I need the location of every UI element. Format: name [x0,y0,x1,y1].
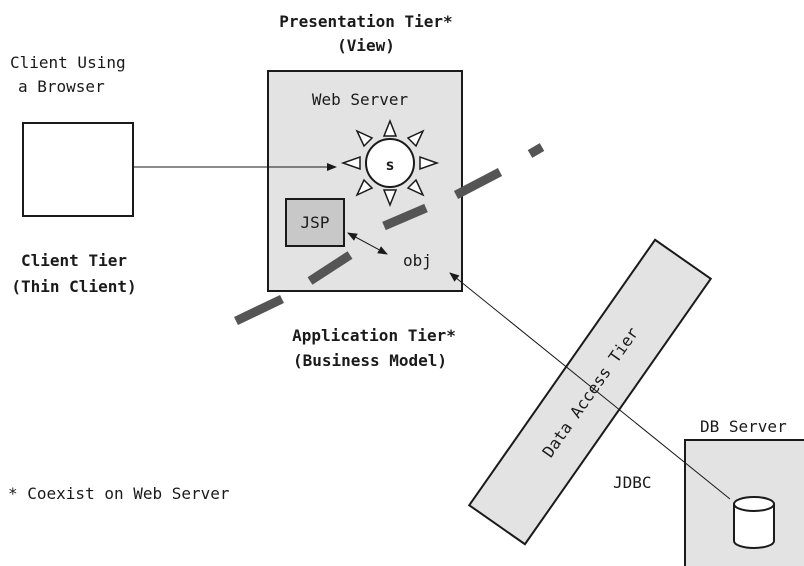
db-server-title: DB Server [700,417,787,436]
database-icon [733,496,775,549]
servlet-icon [340,118,440,208]
client-label-line2: a Browser [18,77,105,96]
tier-divider [234,143,545,326]
servlet-label: s [385,156,394,174]
ray-top-right [406,129,425,148]
ray-right [419,155,440,171]
application-tier-title: Application Tier* [292,326,456,345]
jsp-label: JSP [301,213,330,232]
ray-bottom [382,189,398,208]
client-tier-title: Client Tier [21,251,127,270]
ray-top [382,118,398,137]
obj-label: obj [403,251,432,270]
jsp-obj-arrow [347,232,388,255]
presentation-tier-title: Presentation Tier* [279,12,452,31]
jdbc-label: JDBC [613,473,652,492]
data-access-tier-band: Data Access Tier [467,238,713,546]
client-label-line1: Client Using [10,53,126,72]
client-browser-box [22,122,134,217]
application-tier-subtitle: (Business Model) [293,351,447,370]
presentation-tier-subtitle: (View) [337,36,395,55]
ray-left [340,155,361,171]
jsp-box [285,198,345,247]
web-server-title: Web Server [312,90,409,109]
footnote: * Coexist on Web Server [8,484,230,503]
ray-bottom-right [406,178,425,197]
db-to-obj-arrow [449,272,731,500]
ray-top-left [355,129,374,148]
ray-bottom-left [355,178,374,197]
client-tier-subtitle: (Thin Client) [11,277,136,296]
